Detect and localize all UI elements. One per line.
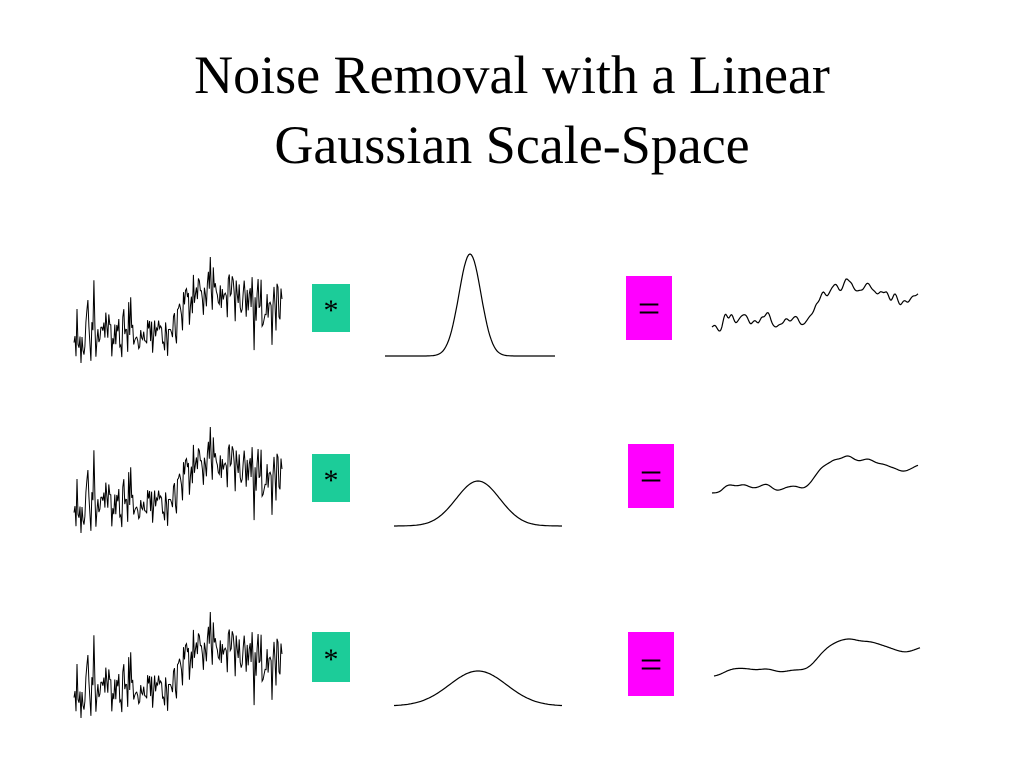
smoothed-signal-3 <box>713 638 921 677</box>
gaussian-kernel-wide <box>394 670 562 707</box>
convolve-operator-box: * <box>312 632 350 682</box>
gaussian-kernel-narrow <box>385 253 555 357</box>
convolve-operator-box: * <box>312 284 350 332</box>
equals-operator: = <box>639 453 663 499</box>
equals-operator-box: = <box>626 276 672 340</box>
convolve-operator: * <box>323 294 339 327</box>
slide-title: Noise Removal with a Linear Gaussian Sca… <box>0 40 1024 180</box>
smoothed-signal-1 <box>711 278 919 332</box>
equals-operator-box: = <box>628 632 674 696</box>
gaussian-kernel-medium <box>394 480 562 527</box>
smoothed-signal-2 <box>711 455 919 494</box>
equals-operator: = <box>637 285 661 331</box>
noisy-signal-2 <box>73 426 283 534</box>
title-line-1: Noise Removal with a Linear <box>194 45 830 105</box>
equals-operator-box: = <box>628 444 674 508</box>
convolve-operator: * <box>323 643 339 676</box>
title-line-2: Gaussian Scale-Space <box>274 115 750 175</box>
convolve-operator: * <box>323 464 339 497</box>
noisy-signal-3 <box>73 611 283 719</box>
noisy-signal-1 <box>73 256 283 364</box>
equals-operator: = <box>639 641 663 687</box>
convolve-operator-box: * <box>312 454 350 502</box>
